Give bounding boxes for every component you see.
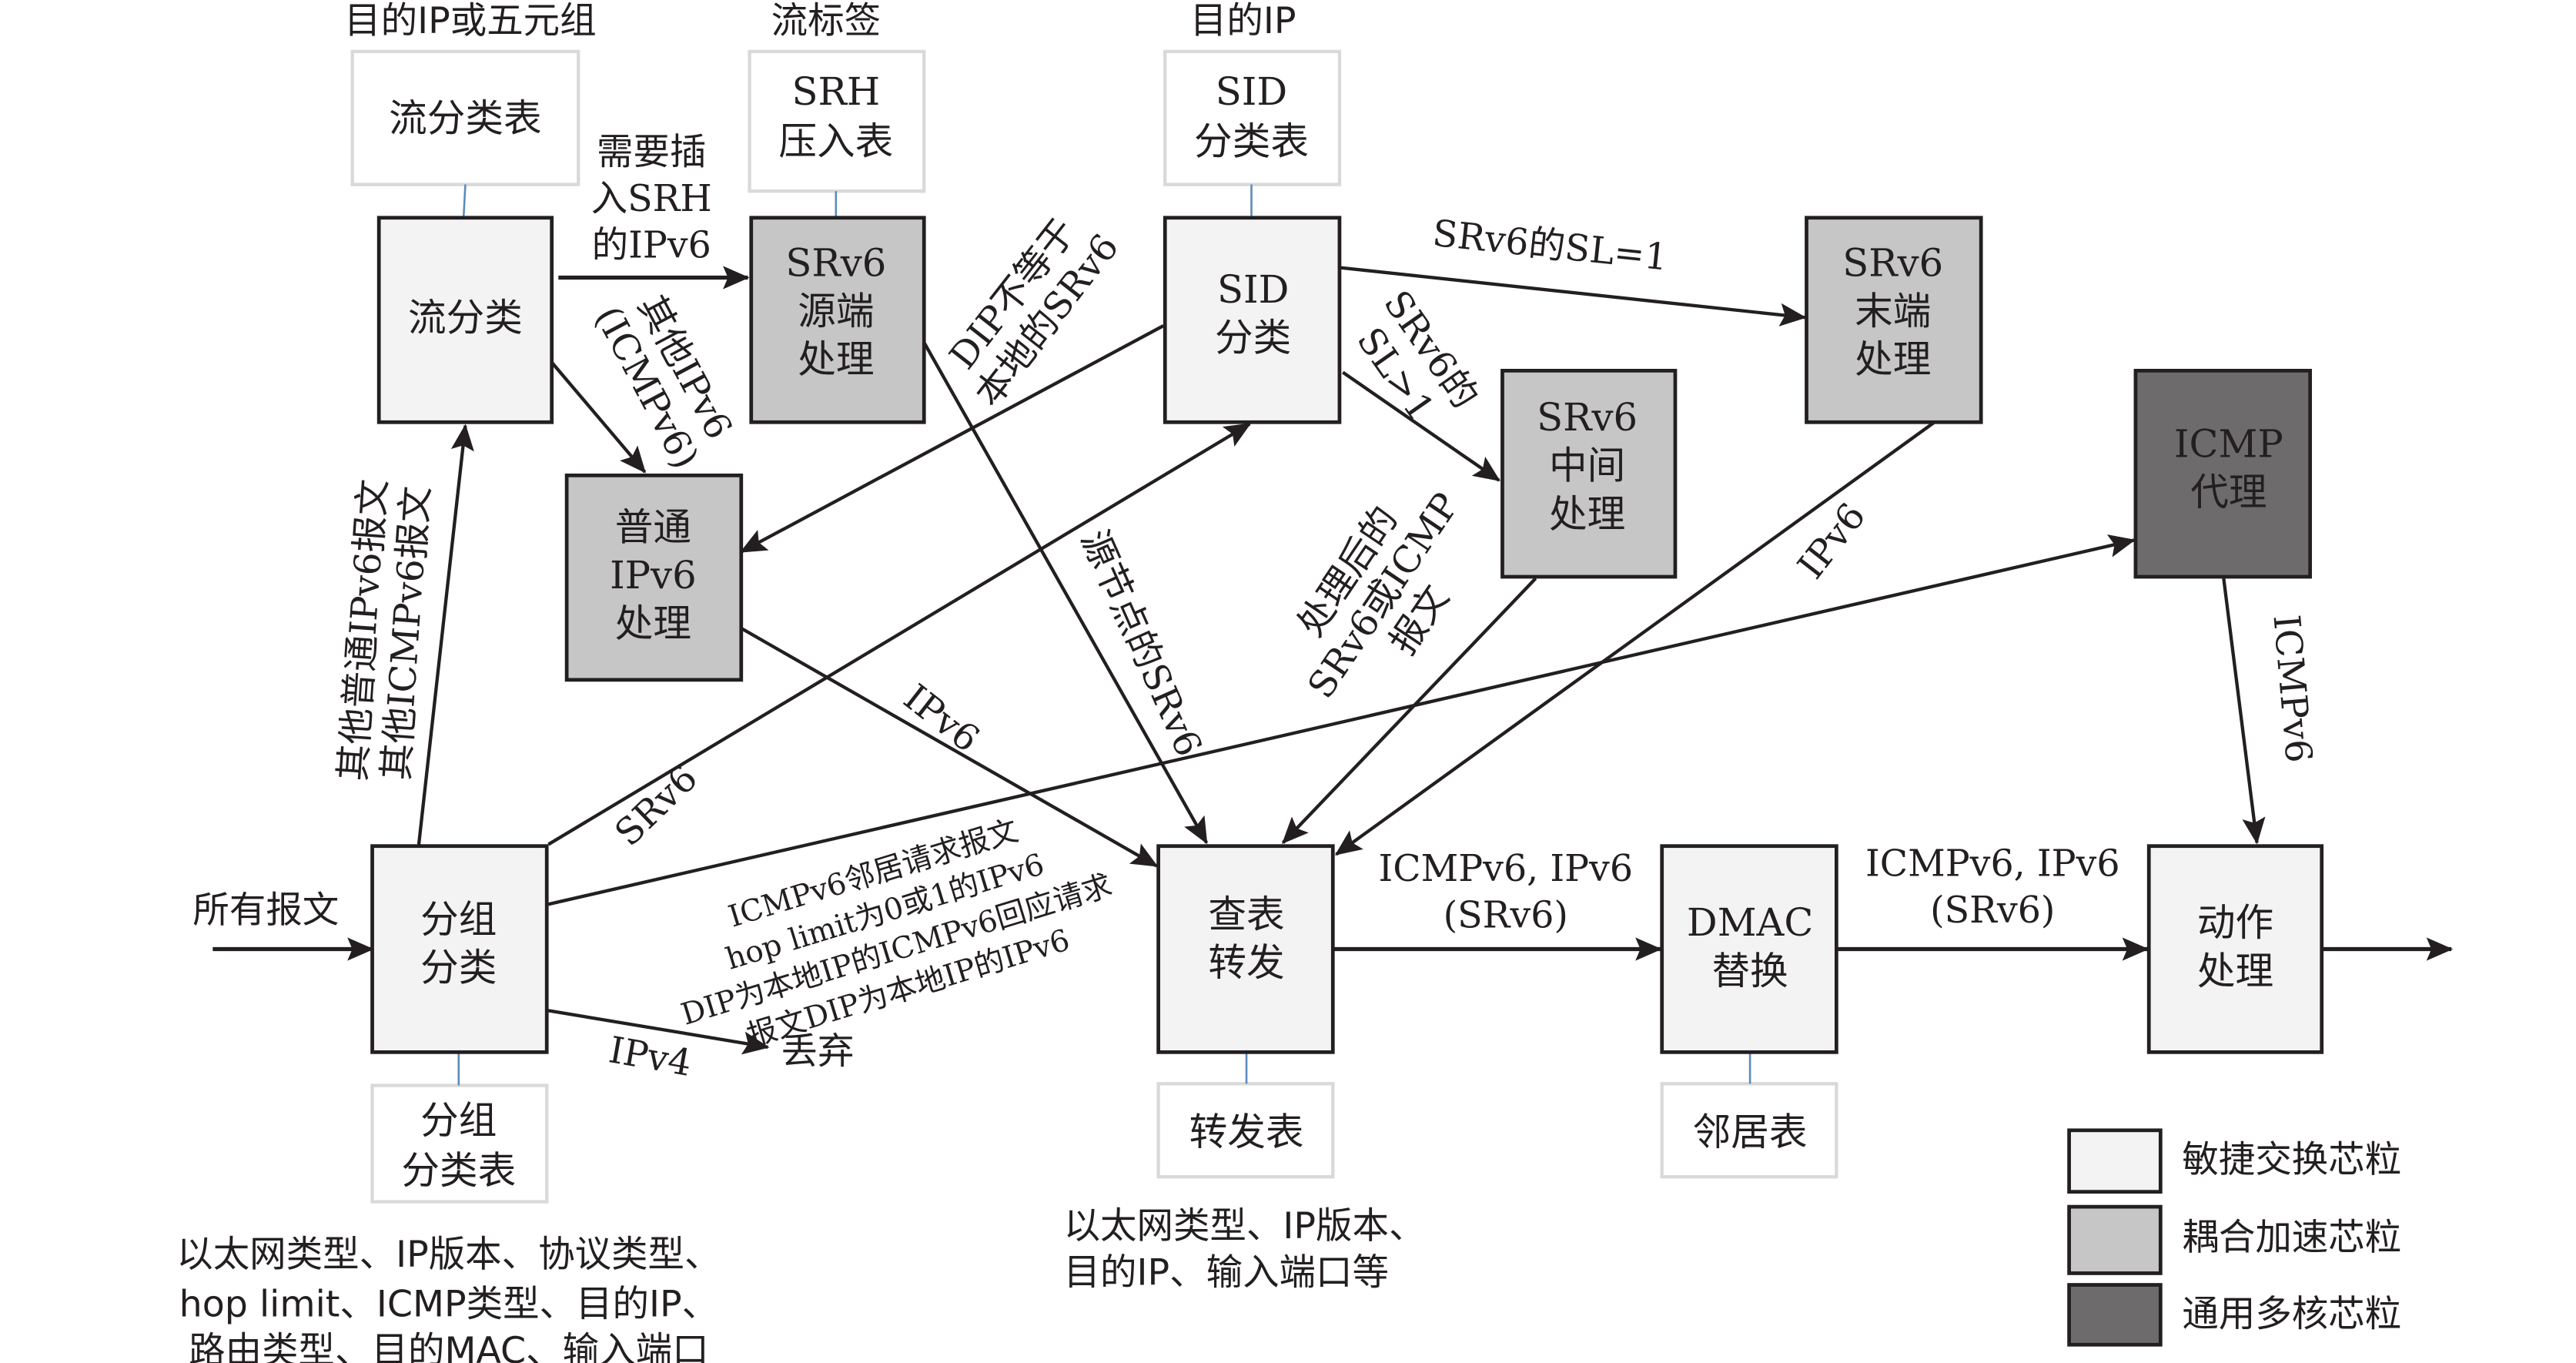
- label-srv6-sl1: SRv6的SL=1: [1430, 213, 1670, 280]
- table-link: [462, 184, 467, 216]
- block-label: 处理: [1855, 337, 1931, 382]
- block-srv6-source[interactable]: SRv6 源端 处理: [749, 216, 926, 424]
- flow-table-key-label: 目的IP或五元组: [344, 0, 596, 42]
- legend-swatch: [2067, 1204, 2163, 1275]
- label-dmac-to-action: ICMPv6, IPv6: [1865, 843, 2120, 886]
- block-label: 分类: [1215, 315, 1291, 360]
- label-insert-srh: 入SRH: [591, 178, 712, 220]
- edge-sid-to-ipv6: [739, 324, 1165, 554]
- block-label: 中间: [1549, 444, 1625, 488]
- block-label: 处理: [798, 337, 874, 382]
- block-ipv6-normal[interactable]: 普通 IPv6 处理: [564, 473, 744, 682]
- block-label: 处理: [615, 601, 691, 646]
- block-label: 处理: [1549, 491, 1625, 536]
- block-label: SRv6: [785, 240, 886, 285]
- block-label: DMAC: [1687, 900, 1813, 945]
- label-end-ipv6: IPv6: [1790, 495, 1875, 587]
- table-label: 分类表: [1194, 119, 1309, 164]
- edge-icmp-to-action: [2222, 578, 2266, 845]
- note-forward-fields: 目的IP、输入端口等: [1064, 1252, 1389, 1294]
- label-ipv4: IPv4: [606, 1029, 695, 1085]
- edge-srv6-end-to-fwd: [1334, 420, 1936, 856]
- block-action-process[interactable]: 动作 处理: [2146, 844, 2324, 1054]
- block-packet-classify[interactable]: 分组 分类: [370, 844, 549, 1054]
- edge-srv6-mid-to-fwd: [1281, 577, 1537, 844]
- srh-table-key-label: 流标签: [771, 0, 881, 42]
- table-label: 压入表: [778, 119, 893, 164]
- table-label: 转发表: [1189, 1110, 1304, 1154]
- edge-srv6-source-to-fwd: [922, 341, 1209, 845]
- neighbor-table: 邻居表: [1660, 1082, 1838, 1179]
- block-label: 处理: [2197, 949, 2273, 993]
- label-insert-srh: 的IPv6: [592, 225, 711, 267]
- label-insert-srh: 需要插: [597, 132, 706, 174]
- legend-label: 通用多核芯粒: [2182, 1294, 2401, 1336]
- legend-swatch: [2067, 1128, 2163, 1194]
- edge-pkt-to-sid: [547, 422, 1252, 846]
- edge-pkt-to-discard: [548, 1009, 770, 1055]
- label-fwd-to-dmac: ICMPv6, IPv6: [1379, 848, 1634, 890]
- block-label: ICMP: [2174, 422, 2283, 467]
- block-label: 分组: [420, 897, 497, 942]
- note-packet-classify-fields: hop limit、ICMP类型、目的IP、: [179, 1284, 718, 1326]
- sid-table-key-label: 目的IP: [1190, 0, 1296, 42]
- block-dmac-replace[interactable]: DMAC 替换: [1660, 844, 1838, 1054]
- block-srv6-mid[interactable]: SRv6 中间 处理: [1500, 368, 1678, 579]
- block-label: 动作: [2197, 900, 2273, 945]
- legend-label: 耦合加速芯粒: [2182, 1217, 2401, 1259]
- block-flow-classify[interactable]: 流分类: [376, 216, 554, 424]
- legend-item-agile-switch: 敏捷交换芯粒: [2067, 1128, 2401, 1194]
- note-packet-classify-fields: 路由类型、目的MAC、输入端口: [189, 1330, 708, 1363]
- edge-sid-to-srv6-mid: [1342, 370, 1500, 482]
- block-label: 查表: [1208, 892, 1284, 936]
- flow-classify-table: 流分类表: [350, 49, 580, 186]
- note-packet-classify-fields: 以太网类型、IP版本、协议类型、: [176, 1234, 721, 1276]
- packet-classify-table: 分组 分类表: [370, 1083, 549, 1204]
- edge-ipv6-to-fwd: [740, 627, 1159, 868]
- table-label: 分组: [420, 1098, 497, 1143]
- legend-item-general-multicore: 通用多核芯粒: [2067, 1283, 2401, 1347]
- table-label: 分类表: [401, 1148, 516, 1193]
- legend-swatch: [2067, 1283, 2163, 1347]
- block-label: 普通: [615, 505, 691, 550]
- edge-pkt-to-icmp: [547, 534, 2136, 906]
- block-icmp-proxy[interactable]: ICMP 代理: [2133, 368, 2312, 579]
- legend: 敏捷交换芯粒 耦合加速芯粒 通用多核芯粒: [2067, 1128, 2401, 1347]
- label-ipv6-down: IPv6: [895, 676, 987, 761]
- block-label: SID: [1217, 267, 1289, 312]
- edge-sid-to-srv6-end: [1339, 266, 1807, 327]
- block-label: 源端: [798, 289, 874, 333]
- label-icmpv6-down: ICMPv6: [2264, 613, 2320, 765]
- label-srv6-up: SRv6: [607, 757, 706, 855]
- block-lookup-forward[interactable]: 查表 转发: [1156, 844, 1335, 1054]
- block-label: 分类: [420, 946, 497, 990]
- block-sid-classify[interactable]: SID 分类: [1163, 216, 1342, 424]
- edge-flow-to-ipv6: [550, 361, 647, 474]
- block-label: SRv6: [1842, 240, 1943, 285]
- table-label: 邻居表: [1693, 1110, 1808, 1154]
- forward-table: 转发表: [1156, 1082, 1335, 1179]
- label-discard: 丢弃: [781, 1030, 855, 1073]
- block-label: IPv6: [610, 553, 697, 598]
- label-fwd-to-dmac: (SRv6): [1444, 894, 1568, 936]
- sid-classify-table: SID 分类表: [1163, 49, 1342, 186]
- note-forward-fields: 以太网类型、IP版本、: [1064, 1205, 1426, 1247]
- legend-item-coupled-accel: 耦合加速芯粒: [2067, 1204, 2401, 1275]
- table-label: SRH: [792, 69, 881, 114]
- edge-pkt-to-flow: [417, 424, 474, 845]
- block-srv6-end[interactable]: SRv6 末端 处理: [1805, 216, 1983, 424]
- block-label: SRv6: [1537, 395, 1638, 440]
- block-label: 末端: [1855, 289, 1931, 333]
- block-label: 代理: [2190, 470, 2267, 514]
- block-label: 替换: [1711, 949, 1788, 993]
- legend-label: 敏捷交换芯粒: [2182, 1139, 2401, 1181]
- block-label: 流分类: [408, 296, 523, 340]
- label-dmac-to-action: (SRv6): [1930, 889, 2055, 932]
- block-label: 转发: [1208, 940, 1284, 985]
- srh-push-table: SRH 压入表: [748, 49, 926, 193]
- label-all-packets: 所有报文: [192, 889, 339, 932]
- table-label: 流分类表: [389, 96, 542, 141]
- table-label: SID: [1216, 69, 1287, 114]
